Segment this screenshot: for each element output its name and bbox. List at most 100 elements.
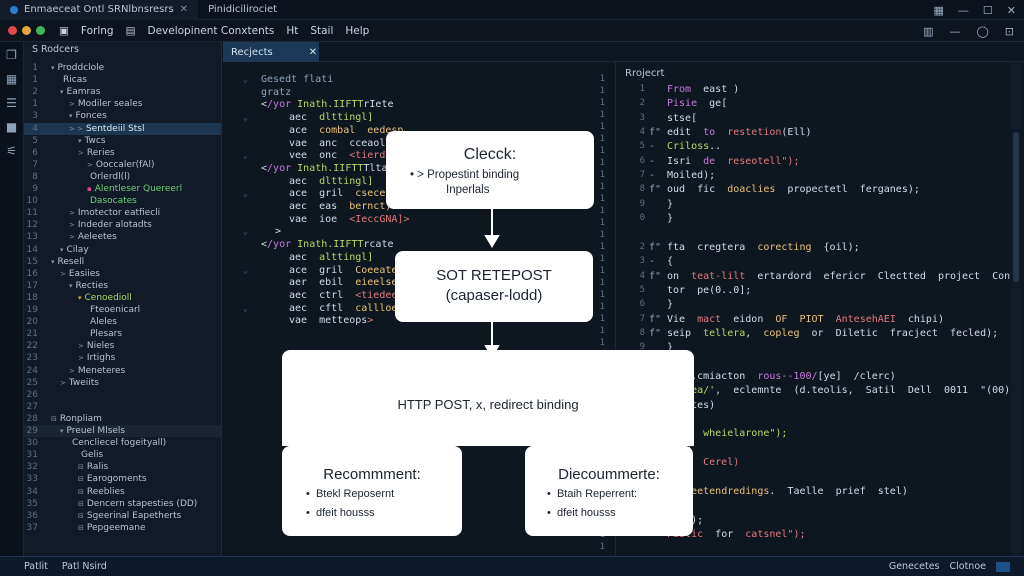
tree-arrow-icon[interactable]: ⊟ bbox=[78, 499, 84, 508]
tree-item[interactable]: 2▾Eamras bbox=[24, 86, 221, 98]
tree-arrow-icon[interactable]: ▾ bbox=[69, 281, 73, 290]
code-line[interactable]: gratz bbox=[261, 87, 291, 99]
fold-marker[interactable]: ⌄ bbox=[243, 113, 248, 123]
tree-item[interactable]: 1▾Proddclole bbox=[24, 62, 221, 74]
code-line[interactable]: ace gril csecetoml> bbox=[289, 188, 415, 200]
tree-arrow-icon[interactable]: ▾ bbox=[60, 245, 64, 254]
search-icon[interactable]: ◯ bbox=[976, 24, 989, 38]
code-line[interactable]: } bbox=[667, 213, 673, 225]
fold-marker[interactable]: ⌄ bbox=[243, 151, 248, 161]
check-box[interactable]: Clecck: • > Propestint binding Inperlals bbox=[386, 131, 594, 209]
tree-item[interactable]: 37⊟Pepgeemane bbox=[24, 522, 221, 534]
tree-item[interactable]: 15▾Resell bbox=[24, 256, 221, 268]
document-box[interactable]: Diecoummerte: • Btaih Reperrent: • dfeit… bbox=[525, 446, 693, 536]
split-icon[interactable]: ▥ bbox=[923, 24, 934, 38]
scrollbar-thumb[interactable] bbox=[1013, 132, 1019, 282]
tree-arrow-icon[interactable]: ⊟ bbox=[78, 463, 84, 472]
tree-arrow-icon[interactable]: ▾ bbox=[69, 112, 73, 121]
code-line[interactable]: Moiled); bbox=[667, 170, 715, 182]
tree-item[interactable]: 34⊟Reeblies bbox=[24, 486, 221, 498]
recommend-box[interactable]: Recommment: • Btekl Reposernt • dfeit ho… bbox=[282, 446, 462, 536]
menu-item-1[interactable]: Developinent Conxtents bbox=[147, 24, 275, 37]
tree-arrow-icon[interactable]: > bbox=[60, 378, 66, 387]
code-line[interactable]: aec dlttingl] bbox=[289, 112, 373, 124]
code-line[interactable]: on teat-lilt ertardord efericr Clectted … bbox=[667, 271, 1024, 283]
tree-item[interactable]: 4> >Sentdeiil Stsl bbox=[24, 122, 221, 135]
code-line[interactable]: </yor Inath.IIFTTrcate bbox=[261, 239, 394, 251]
window-tab-1[interactable]: Enmaeceat Ontl SRNlbnsresrs ✕ bbox=[0, 0, 199, 20]
code-line[interactable]: to eetendredings. Taelle prief stel) bbox=[667, 486, 908, 498]
code-line[interactable]: stse[ bbox=[667, 113, 697, 125]
code-line[interactable]: aec dlttingl] bbox=[289, 176, 373, 188]
tree-item[interactable]: 16>Easiies bbox=[24, 268, 221, 280]
tree-item[interactable]: 35⊟Dencern stapesties (DD) bbox=[24, 498, 221, 510]
tree-arrow-icon[interactable]: > bbox=[69, 100, 75, 109]
status-right-2[interactable]: Clotnoe bbox=[949, 561, 987, 572]
code-line[interactable]: </yor Inath.IIFTTTlta bbox=[261, 163, 387, 175]
code-line[interactable]: ace combal eedesp bbox=[289, 125, 403, 137]
tree-item[interactable]: 12>Indeder alotadts bbox=[24, 219, 221, 231]
status-right-1[interactable]: Genecetes bbox=[888, 561, 940, 572]
tree-item[interactable]: 25>Tweiits bbox=[24, 377, 221, 389]
notification-icon[interactable] bbox=[996, 561, 1010, 572]
tree-item[interactable]: 17▾Recties bbox=[24, 280, 221, 292]
tree-arrow-icon[interactable]: ⊟ bbox=[78, 523, 84, 532]
debug-icon[interactable]: ⚟ bbox=[6, 144, 17, 158]
code-line[interactable]: aec alttingl] bbox=[289, 252, 373, 264]
code-line[interactable]: oud fic doaclies propectetl ferganes); bbox=[667, 184, 920, 196]
extensions-icon[interactable]: ■ bbox=[5, 120, 18, 134]
pane-divider[interactable] bbox=[615, 62, 616, 556]
code-line[interactable]: vae anc cceaolsp bbox=[289, 138, 397, 150]
files-icon[interactable]: ❐ bbox=[6, 48, 17, 62]
tree-arrow-icon[interactable]: > bbox=[69, 233, 75, 242]
code-line[interactable]: } bbox=[667, 342, 673, 354]
code-line[interactable]: Vie mact eidon OF PIOT AntesehAEI chipi) bbox=[667, 314, 944, 326]
settings-icon[interactable]: ⊡ bbox=[1004, 24, 1014, 38]
tree-item[interactable]: 5▾Twcs bbox=[24, 135, 221, 147]
code-line[interactable]: aer ebil eieelse bbox=[289, 277, 397, 289]
scrollbar[interactable] bbox=[1011, 62, 1021, 556]
code-line[interactable]: aec eas bernct) bbox=[289, 201, 391, 213]
tree-item[interactable]: 28⊟Ronpliam bbox=[24, 413, 221, 425]
tree-item[interactable]: 3▾Fonces bbox=[24, 110, 221, 122]
yellow-dot-icon[interactable] bbox=[22, 26, 31, 35]
tree-arrow-icon[interactable]: ▪ bbox=[87, 185, 92, 193]
code-line[interactable]: </yor Inath.IIFTTrIete bbox=[261, 99, 394, 111]
code-line[interactable]: ~lecea/', eclemnte (d.teolis, Satil Dell… bbox=[667, 385, 1016, 397]
tree-item[interactable]: 29▾Preuel Mlsels bbox=[24, 425, 221, 437]
window-tab-2[interactable]: Pinidicilirociet bbox=[198, 0, 287, 20]
code-line[interactable]: > bbox=[275, 226, 281, 238]
tree-arrow-icon[interactable]: > bbox=[78, 342, 84, 351]
status-left-1[interactable]: Patlit bbox=[24, 561, 48, 572]
more-icon[interactable]: — bbox=[949, 24, 961, 38]
code-line[interactable]: Isri de reseotell"); bbox=[667, 156, 799, 168]
tree-arrow-icon[interactable]: ▾ bbox=[60, 427, 64, 435]
tree-item[interactable]: 23>Irtighs bbox=[24, 352, 221, 364]
editor-tab[interactable]: Recjects ✕ bbox=[223, 42, 319, 62]
tree-arrow-icon[interactable]: ⊟ bbox=[78, 475, 84, 484]
fold-marker[interactable]: ⌄ bbox=[243, 189, 248, 199]
grid-icon[interactable]: ▦ bbox=[5, 72, 18, 86]
tree-item[interactable]: 33⊟Earogoments bbox=[24, 473, 221, 485]
green-dot-icon[interactable] bbox=[36, 26, 45, 35]
tree-item[interactable]: 24>Meneteres bbox=[24, 365, 221, 377]
menu-item-4[interactable]: Help bbox=[345, 24, 370, 37]
tree-arrow-icon[interactable]: > bbox=[69, 209, 75, 218]
tree-arrow-icon[interactable]: ▾ bbox=[51, 257, 55, 266]
menu-item-2[interactable]: Ht bbox=[286, 24, 299, 37]
code-line[interactable]: vae metteops> bbox=[289, 315, 373, 327]
tree-arrow-icon[interactable]: > > bbox=[69, 124, 83, 133]
tree-item[interactable]: 27 bbox=[24, 401, 221, 413]
tree-arrow-icon[interactable]: ⊟ bbox=[51, 414, 57, 423]
tree-arrow-icon[interactable]: ▾ bbox=[78, 293, 82, 302]
close-icon[interactable]: ✕ bbox=[179, 4, 189, 15]
tree-arrow-icon[interactable]: ▾ bbox=[78, 136, 82, 145]
code-line[interactable]: edit to restetion(Ell) bbox=[667, 127, 812, 139]
tree-arrow-icon[interactable]: > bbox=[69, 366, 75, 375]
fold-marker[interactable]: ⌄ bbox=[243, 265, 248, 275]
